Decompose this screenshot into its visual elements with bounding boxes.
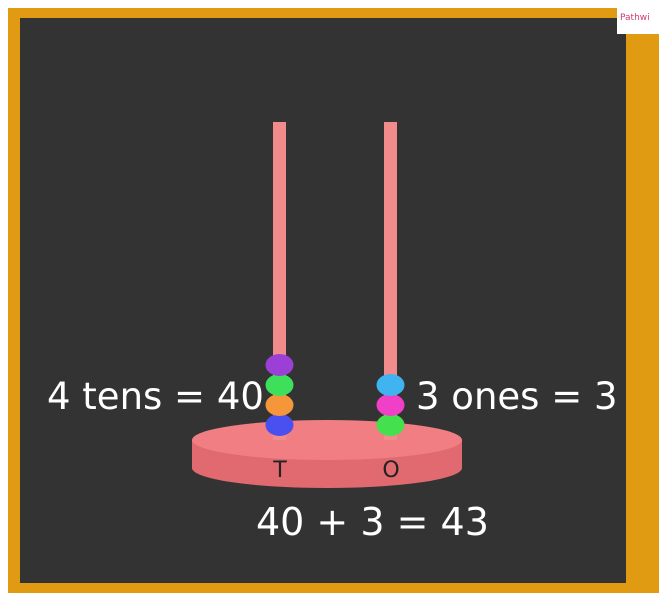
frame-border-left — [8, 8, 20, 593]
frame-border-right — [626, 8, 659, 593]
tens-equation: 4 tens = 40 — [47, 375, 264, 418]
ones-equation: 3 ones = 3 — [416, 375, 618, 418]
tens-bead — [265, 394, 294, 416]
frame-border-top — [8, 8, 628, 18]
tens-bead — [265, 414, 294, 436]
tens-bead — [265, 354, 294, 376]
frame-border-bottom — [8, 583, 659, 593]
corner-tag: Pathwi — [617, 8, 659, 34]
ones-bead — [376, 374, 405, 396]
abacus-base-top — [192, 420, 462, 460]
tens-beads — [265, 354, 294, 436]
ones-bead — [376, 394, 405, 416]
sum-equation: 40 + 3 = 43 — [256, 500, 489, 544]
tens-bead — [265, 374, 294, 396]
chalkboard — [20, 18, 626, 583]
column-label-ones: O — [382, 458, 399, 483]
column-label-tens: T — [272, 458, 287, 483]
ones-bead — [376, 414, 405, 436]
ones-rod — [384, 122, 397, 440]
ones-beads — [376, 374, 405, 436]
